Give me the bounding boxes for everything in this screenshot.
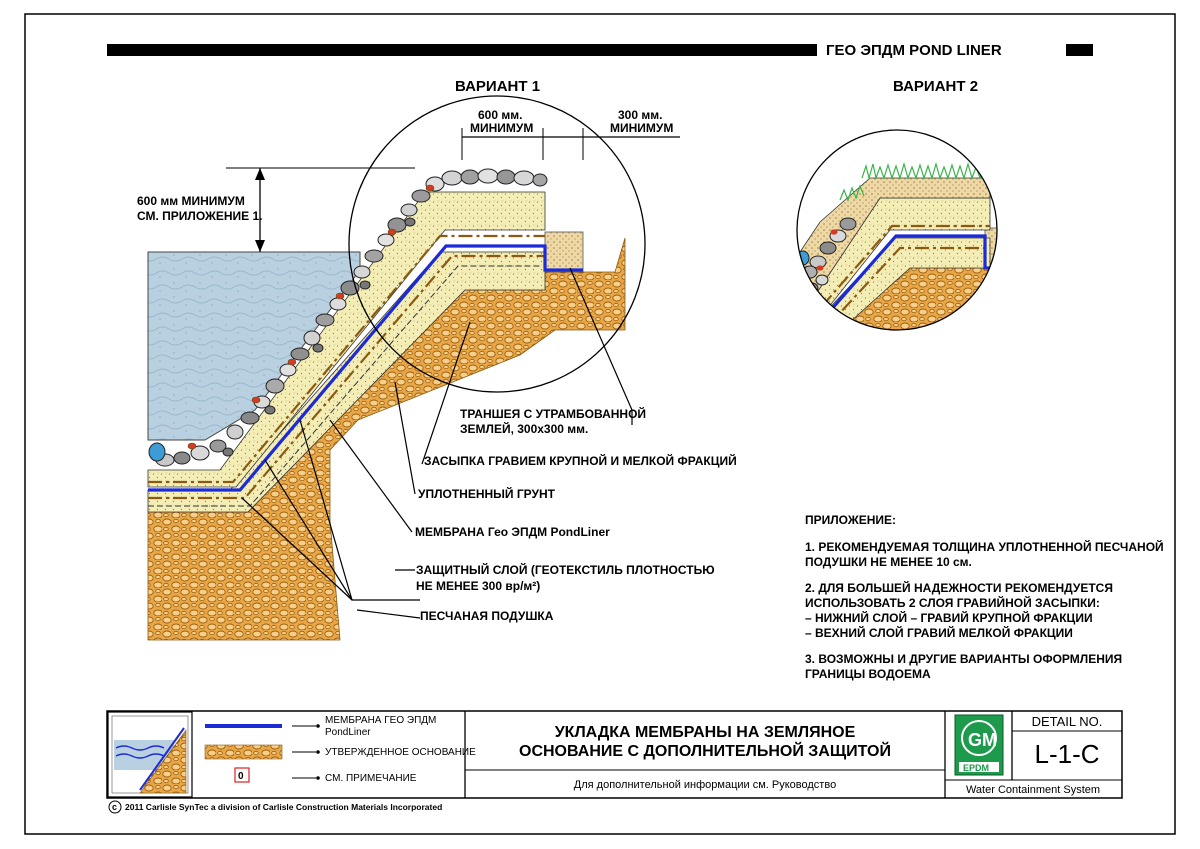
legend: МЕМБРАНА ГЕО ЭПДМ PondLiner УТВЕРЖДЕННОЕ… [204,715,476,784]
note-2-line-4: – ВЕХНИЙ СЛОЙ ГРАВИЙ МЕЛКОЙ ФРАКЦИИ [805,625,1073,640]
pond-water [147,251,361,441]
system-name: Water Containment System [966,784,1100,796]
title-block-thumbnail [111,715,189,794]
svg-text:300 мм.: 300 мм. [618,108,662,122]
dimension-300-width: 300 мм. МИНИМУМ [543,108,680,160]
copyright-text: 2011 Carlisle SynTec a division of Carli… [125,802,442,812]
dimension-height: 600 мм МИНИМУМ СМ. ПРИЛОЖЕНИЕ 1. [137,167,415,252]
callout-membrane: МЕМБРАНА Гео ЭПДМ PondLiner [415,525,610,539]
epdm-membrane [148,244,583,492]
note-2-line-1: 2. ДЛЯ БОЛЬШЕЙ НАДЕЖНОСТИ РЕКОМЕНДУЕТСЯ [805,580,1113,595]
geotextile-line-lower [148,254,545,500]
sand-dash-line [148,265,540,507]
sand-cushion [147,251,546,513]
copyright: c 2011 Carlisle SynTec a division of Car… [108,800,442,814]
variant-1-section: ВАРИАНТ 1 [137,78,737,641]
svg-text:600 мм.: 600 мм. [478,108,522,122]
note-2-line-2: ИСПОЛЬЗОВАТЬ 2 СЛОЯ ГРАВИЙНОЙ ЗАСЫПКИ: [805,595,1100,610]
protective-fill [147,191,546,488]
note-3-line-1: 3. ВОЗМОЖНЫ И ДРУГИЕ ВАРИАНТЫ ОФОРМЛЕНИЯ [805,652,1122,666]
title-block-subtitle: Для дополнительной информации см. Руково… [574,779,836,791]
blue-stone [148,442,166,462]
legend-membrane-1: МЕМБРАНА ГЕО ЭПДМ [325,715,436,726]
svg-text:МИНИМУМ: МИНИМУМ [470,121,533,135]
callout-protective-2: НЕ МЕНЕЕ 300 вр/м²) [416,579,540,593]
variant-2-title: ВАРИАНТ 2 [893,78,978,95]
leader-lines [241,267,633,619]
legend-membrane-2: PondLiner [325,727,371,738]
callout-trench-1: ТРАНШЕЯ С УТРАМБОВАННОЙ [460,406,646,421]
epdm-logo: GM EPDM [954,714,1004,776]
svg-text:СМ. ПРИЛОЖЕНИЕ 1.: СМ. ПРИЛОЖЕНИЕ 1. [137,209,263,223]
geotextile-line-upper [148,234,545,484]
compacted-trench [544,231,584,273]
dimension-600-width: 600 мм. МИНИМУМ [461,108,544,160]
gravel-backfill [155,168,548,467]
appendix-notes: ПРИЛОЖЕНИЕ: 1. РЕКОМЕНДУЕМАЯ ТОЛЩИНА УПЛ… [805,513,1164,681]
legend-note: СМ. ПРИМЕЧАНИЕ [325,773,417,784]
note-3-line-2: ГРАНИЦЫ ВОДОЕМА [805,667,931,681]
svg-text:600 мм МИНИМУМ: 600 мм МИНИМУМ [137,194,245,208]
callout-sand: ПЕСЧАНАЯ ПОДУШКА [420,609,554,623]
logo-text: EPDM [963,763,989,773]
title-block-title-2: ОСНОВАНИЕ С ДОПОЛНИТЕЛЬНОЙ ЗАЩИТОЙ [519,741,891,760]
svg-text:GM: GM [968,730,997,750]
svg-text:МИНИМУМ: МИНИМУМ [610,121,673,135]
copyright-symbol: c [112,802,117,812]
title-block-title-1: УКЛАДКА МЕМБРАНЫ НА ЗЕМЛЯНОЕ [555,724,856,741]
detail-label: DETAIL NO. [1032,714,1103,729]
legend-note-marker: 0 [238,771,244,782]
variant-1-detail-circle [348,95,646,393]
red-stones [187,184,435,450]
callout-gravel: ЗАСЫПКА ГРАВИЕМ КРУПНОЙ И МЕЛКОЙ ФРАКЦИЙ [424,453,737,468]
title-block: МЕМБРАНА ГЕО ЭПДМ PondLiner УТВЕРЖДЕННОЕ… [106,710,1123,799]
note-1-line-2: ПОДУШКИ НЕ МЕНЕЕ 10 см. [805,555,972,569]
callout-compacted: УПЛОТНЕННЫЙ ГРУНТ [418,486,556,501]
variant-2-detail-circle [796,129,998,331]
note-2-line-3: – НИЖНИЙ СЛОЙ – ГРАВИЙ КРУПНОЙ ФРАКЦИИ [805,610,1093,625]
variant-1-title: ВАРИАНТ 1 [455,78,540,95]
callout-protective-1: ЗАЩИТНЫЙ СЛОЙ (ГЕОТЕКСТИЛЬ ПЛОТНОСТЬЮ [416,562,715,577]
note-1-line-1: 1. РЕКОМЕНДУЕМАЯ ТОЛЩИНА УПЛОТНЕННОЙ ПЕС… [805,539,1164,554]
header-title: ГЕО ЭПДМ POND LINER [826,42,1002,59]
detail-number: L-1-C [1034,739,1099,769]
callout-trench-2: ЗЕМЛЕЙ, 300x300 мм. [460,421,588,436]
header-bar: ГЕО ЭПДМ POND LINER [107,42,1093,59]
appendix-title: ПРИЛОЖЕНИЕ: [805,513,896,527]
legend-base: УТВЕРЖДЕННОЕ ОСНОВАНИЕ [325,747,476,758]
variant-2-section: ВАРИАНТ 2 [796,78,998,331]
page-border [24,13,1176,835]
